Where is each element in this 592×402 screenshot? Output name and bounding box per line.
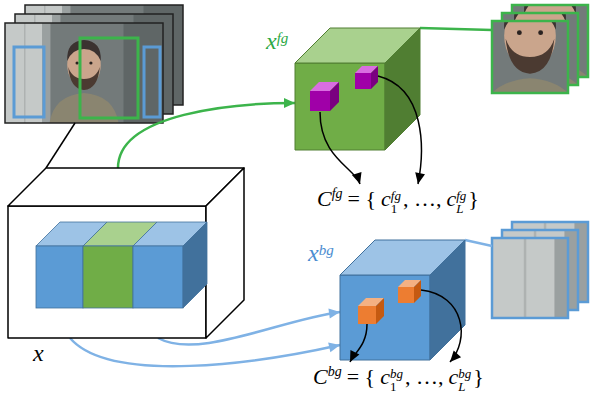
variable-superscript: bg xyxy=(319,242,334,258)
box-front xyxy=(8,206,206,338)
formula-superscript: fg xyxy=(456,189,466,202)
volume-shape xyxy=(8,168,244,338)
formula-text: c xyxy=(448,364,458,389)
arrow-head xyxy=(328,343,340,353)
background-volume: xbg xyxy=(340,240,465,360)
formula-text: , …, xyxy=(403,186,442,211)
arrow-head xyxy=(284,98,295,108)
background-crops xyxy=(492,179,592,360)
pointer-arrow xyxy=(378,76,421,184)
flow-connector xyxy=(118,98,295,168)
connector-path xyxy=(118,103,295,168)
pointer-arrow xyxy=(421,290,461,362)
formula-text: } xyxy=(473,364,484,389)
fg-region xyxy=(80,38,138,118)
box-front xyxy=(340,275,430,360)
bg-region xyxy=(144,47,160,117)
arrow-head xyxy=(415,172,425,184)
feature-cube xyxy=(376,298,384,324)
formula-superscript: bg xyxy=(328,364,342,379)
volume-shape xyxy=(295,28,420,150)
formula-superscript: bg xyxy=(390,367,403,380)
set-formula: Cbg= {cbg1, …,cbgL} xyxy=(313,364,484,393)
arrow-head xyxy=(350,350,359,362)
volume-label: xfg xyxy=(266,28,288,57)
formula-superscript: fg xyxy=(332,186,343,201)
formula-text: = { xyxy=(347,364,375,389)
formula-superscript: bg xyxy=(458,367,471,380)
volume-label: x xyxy=(33,340,44,369)
formula-text: , …, xyxy=(405,364,444,389)
set-formula: Cfg= {cfg1, …,cfgL} xyxy=(317,186,479,215)
script-stack: bg1 xyxy=(390,367,403,393)
script-stack: fgL xyxy=(456,189,466,215)
pointer-arrow xyxy=(350,324,367,362)
formula-text: = { xyxy=(348,186,376,211)
box-top xyxy=(8,168,244,206)
video-frames xyxy=(5,5,183,123)
feature-cube xyxy=(310,91,330,111)
slab-front xyxy=(36,246,83,308)
box-front xyxy=(295,63,385,150)
feature-cube xyxy=(414,280,421,303)
feature-cube xyxy=(330,82,339,111)
formula-text: c xyxy=(380,364,390,389)
input-volume: x xyxy=(8,168,244,338)
variable-name: x xyxy=(308,240,319,266)
slab-front xyxy=(83,246,133,308)
variable-name: x xyxy=(266,28,277,54)
formula-subscript: 1 xyxy=(391,202,401,215)
formula-superscript: fg xyxy=(391,189,401,202)
formula-text: c xyxy=(381,186,391,211)
script-stack: bgL xyxy=(458,367,471,393)
box-side xyxy=(206,168,244,338)
feature-cube xyxy=(398,287,414,303)
formula-text: C xyxy=(317,186,332,211)
volume-label: xbg xyxy=(308,240,334,269)
feature-cube xyxy=(358,306,376,324)
slab-side xyxy=(183,222,207,308)
arrow-head xyxy=(450,350,461,362)
arrow-head xyxy=(352,172,362,184)
pointer-arrow xyxy=(320,112,360,184)
variable-name: x xyxy=(33,340,44,366)
link-line xyxy=(465,240,492,246)
foreground-volume: xfg xyxy=(295,28,420,150)
face-crops xyxy=(408,0,592,124)
formula-text: } xyxy=(468,186,479,211)
leader-line xyxy=(46,123,75,168)
link-line xyxy=(420,28,492,30)
volume-shape xyxy=(340,240,465,360)
formula-subscript: L xyxy=(456,202,466,215)
formula-text: c xyxy=(446,186,456,211)
formula-subscript: 1 xyxy=(390,380,403,393)
formula-text: C xyxy=(313,364,328,389)
formula-subscript: L xyxy=(458,380,471,393)
feature-cube xyxy=(355,73,371,89)
slab-front xyxy=(133,246,183,308)
arrow-head xyxy=(328,308,340,318)
bg-region xyxy=(14,47,44,117)
variable-superscript: fg xyxy=(277,30,289,46)
feature-cube xyxy=(371,66,378,89)
script-stack: fg1 xyxy=(391,189,401,215)
